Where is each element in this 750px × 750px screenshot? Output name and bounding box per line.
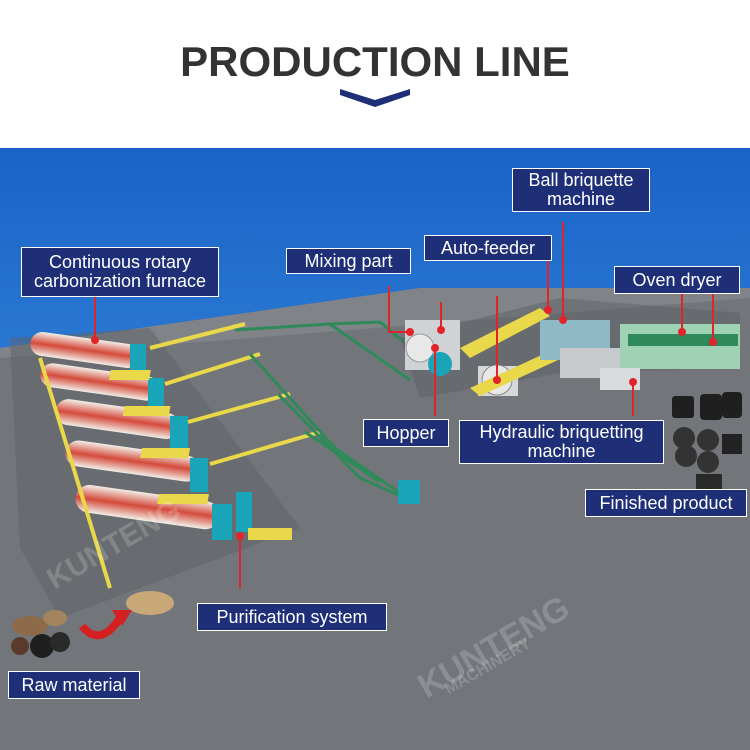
label-hopper: Hopper (363, 419, 449, 447)
label-raw-material: Raw material (8, 671, 140, 699)
pointer-lines (94, 222, 714, 588)
label-auto-feeder: Auto-feeder (424, 235, 552, 261)
header: PRODUCTION LINE (0, 0, 750, 148)
label-ball-line1: Ball briquette (528, 170, 634, 190)
label-purification-system: Purification system (197, 603, 387, 631)
production-scene: KUNTENG MACHINERY KUNTENG Continuous rot… (0, 148, 750, 750)
label-rotary-furnace: Continuous rotary carbonization furnace (21, 247, 219, 297)
label-ball-briquette-machine: Ball briquette machine (512, 168, 650, 212)
label-hydraulic-line2: machine (527, 441, 596, 461)
label-hydraulic-line1: Hydraulic briquetting (479, 422, 644, 442)
label-hydraulic-briquetting-machine: Hydraulic briquetting machine (459, 420, 664, 464)
label-oven-dryer: Oven dryer (614, 266, 740, 294)
label-finished-product: Finished product (585, 489, 747, 517)
page-title: PRODUCTION LINE (180, 38, 570, 85)
chevron-down-icon (340, 89, 410, 107)
label-mixing-part: Mixing part (286, 248, 411, 274)
label-ball-line2: machine (546, 189, 616, 209)
furnace-drums (30, 332, 220, 530)
label-rotary-furnace-line1: Continuous rotary (48, 252, 192, 272)
label-rotary-furnace-line2: carbonization furnace (33, 271, 207, 291)
